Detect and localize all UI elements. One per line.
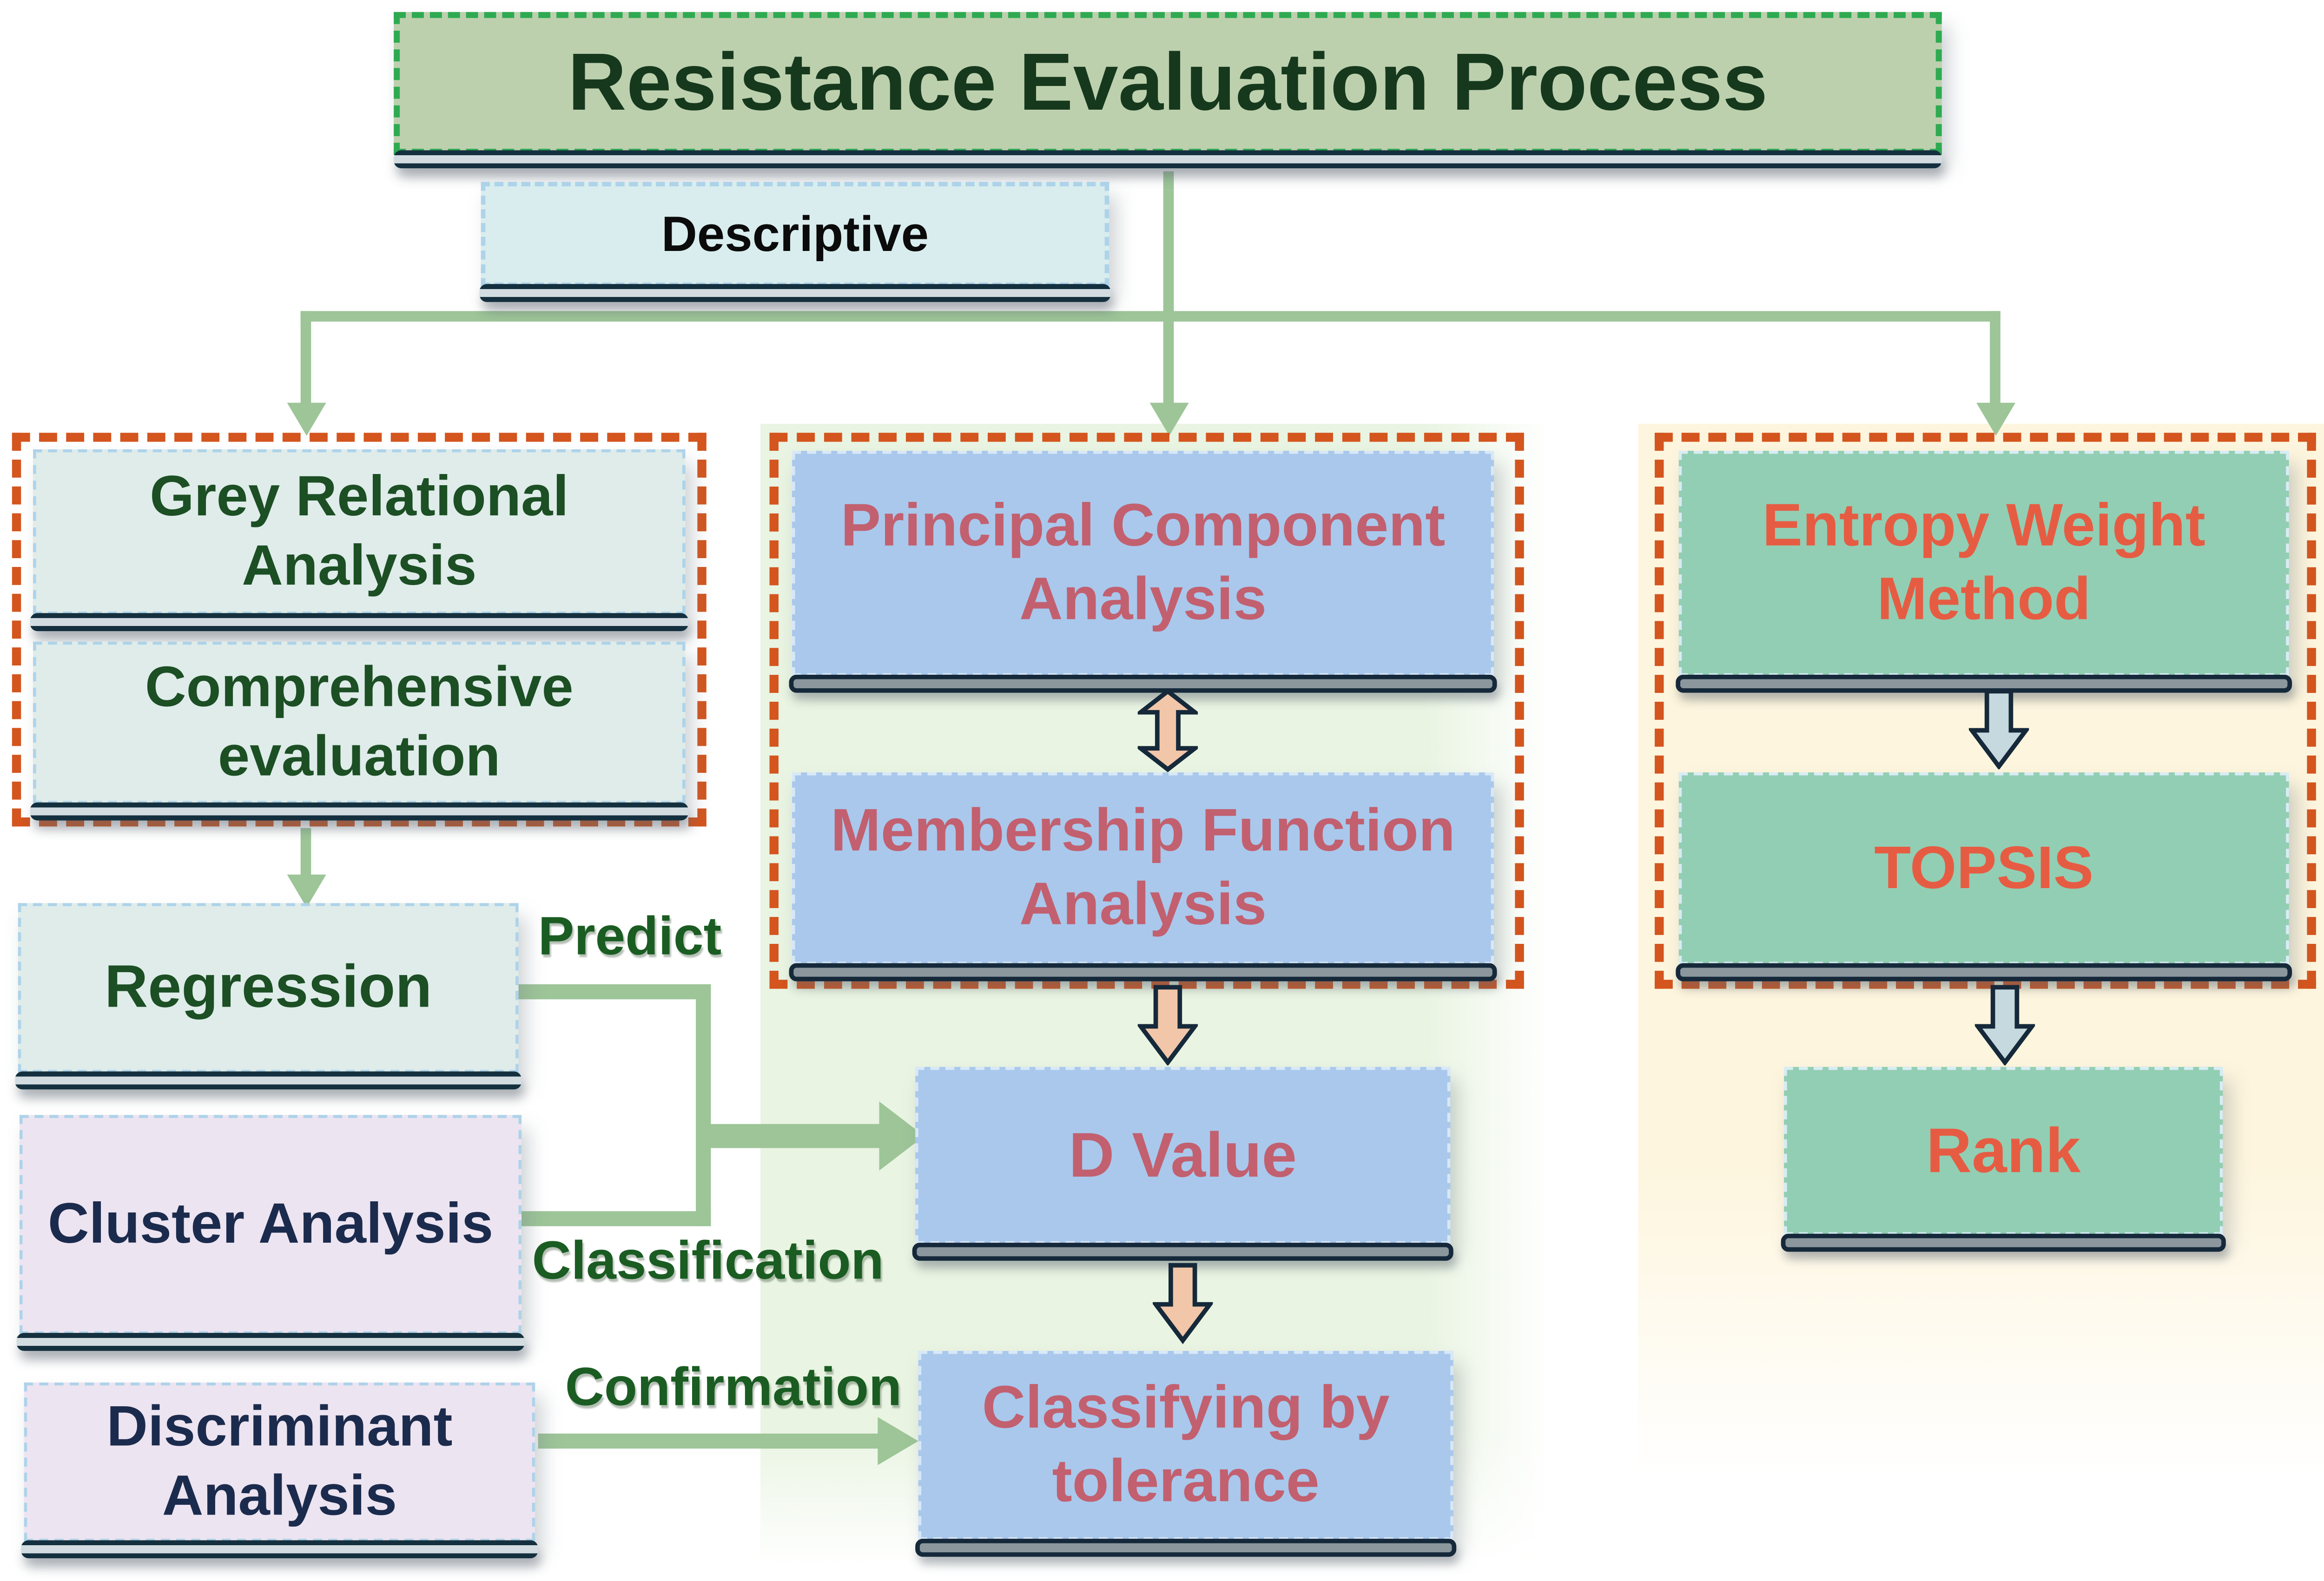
- down-arrow-blue-icon: [1968, 689, 2029, 770]
- right-group-frame: [1655, 433, 2316, 989]
- arrowhead-confirmation-icon: [878, 1417, 918, 1465]
- classifying-by-tolerance-label: Classifying by tolerance: [982, 1375, 1390, 1515]
- d-value-base-bar: [912, 1243, 1453, 1261]
- predict-label: Predict: [538, 904, 722, 967]
- down-arrow-peach2-icon: [1153, 1263, 1213, 1344]
- classifying-by-tolerance-box: Classifying by tolerance: [915, 1350, 1457, 1557]
- cluster-analysis-label: Cluster Analysis: [47, 1192, 494, 1256]
- double-arrow-icon: [1137, 688, 1198, 772]
- descriptive-base-bar: [479, 284, 1111, 302]
- topsis-label: TOPSIS: [1874, 835, 2094, 901]
- arrowhead-left-icon: [287, 402, 326, 436]
- pca-label: Principal Component Analysis: [840, 493, 1446, 633]
- membership-function-box: Membership Function Analysis: [789, 772, 1497, 982]
- regression-label: Regression: [104, 954, 432, 1021]
- grey-relational-box: Grey Relational Analysis: [30, 449, 688, 632]
- arrowhead-right-icon: [1976, 402, 2016, 436]
- arrowhead-middle-icon: [1149, 402, 1189, 436]
- page-title: Resistance Evaluation Process: [568, 37, 1768, 127]
- connector-title-vertical: [1163, 171, 1174, 317]
- down-arrow-blue2-icon: [1974, 985, 2035, 1066]
- entropy-base-bar: [1676, 674, 2292, 693]
- connector-branch-right: [1990, 311, 2000, 404]
- title-base-bar: [394, 150, 1942, 169]
- comprehensive-base-bar: [30, 802, 688, 821]
- pca-box: Principal Component Analysis: [789, 451, 1497, 693]
- rank-box: Rank: [1781, 1067, 2226, 1252]
- grey-relational-label: Grey Relational Analysis: [150, 465, 569, 598]
- entropy-weight-box: Entropy Weight Method: [1676, 451, 2292, 693]
- regression-box: Regression: [15, 903, 522, 1090]
- discriminant-analysis-box: Discriminant Analysis: [21, 1382, 538, 1559]
- comprehensive-evaluation-box: Comprehensive evaluation: [30, 641, 688, 821]
- connector-dvalue-shaft: [700, 1124, 884, 1148]
- connector-cluster-right: [522, 1211, 711, 1226]
- classifying-base-bar: [915, 1539, 1457, 1557]
- arrowhead-regression-icon: [287, 874, 326, 908]
- regression-base-bar: [15, 1071, 522, 1090]
- confirmation-label: Confirmation: [565, 1355, 902, 1417]
- connector-branch-middle: [1163, 311, 1174, 404]
- grey-relational-base-bar: [30, 613, 688, 632]
- cluster-analysis-box: Cluster Analysis: [16, 1115, 525, 1351]
- descriptive-label: Descriptive: [661, 205, 929, 262]
- d-value-label: D Value: [1069, 1120, 1297, 1191]
- discriminant-analysis-label: Discriminant Analysis: [106, 1395, 453, 1528]
- connector-junction-vertical: [696, 984, 711, 1226]
- rank-base-bar: [1781, 1233, 2226, 1252]
- membership-function-label: Membership Function Analysis: [831, 798, 1455, 938]
- connector-regression-right: [518, 984, 711, 1000]
- membership-base-bar: [789, 963, 1497, 982]
- comprehensive-evaluation-label: Comprehensive evaluation: [145, 656, 574, 789]
- topsis-base-bar: [1676, 963, 2292, 982]
- pca-base-bar: [789, 674, 1497, 693]
- rank-label: Rank: [1926, 1115, 2081, 1186]
- classification-label: Classification: [532, 1229, 884, 1291]
- descriptive-box: Descriptive: [479, 182, 1111, 302]
- connector-branch-horizontal: [300, 311, 2000, 322]
- connector-confirmation-shaft: [538, 1433, 881, 1449]
- middle-group-frame: [769, 433, 1524, 989]
- connector-to-regression: [300, 828, 311, 878]
- connector-branch-left: [300, 311, 311, 404]
- entropy-weight-label: Entropy Weight Method: [1762, 493, 2205, 633]
- cluster-base-bar: [16, 1333, 525, 1351]
- down-arrow-peach-icon: [1137, 985, 1198, 1066]
- topsis-box: TOPSIS: [1676, 772, 2292, 982]
- discriminant-base-bar: [21, 1540, 538, 1559]
- d-value-box: D Value: [912, 1067, 1453, 1261]
- title-box: Resistance Evaluation Process: [394, 12, 1942, 169]
